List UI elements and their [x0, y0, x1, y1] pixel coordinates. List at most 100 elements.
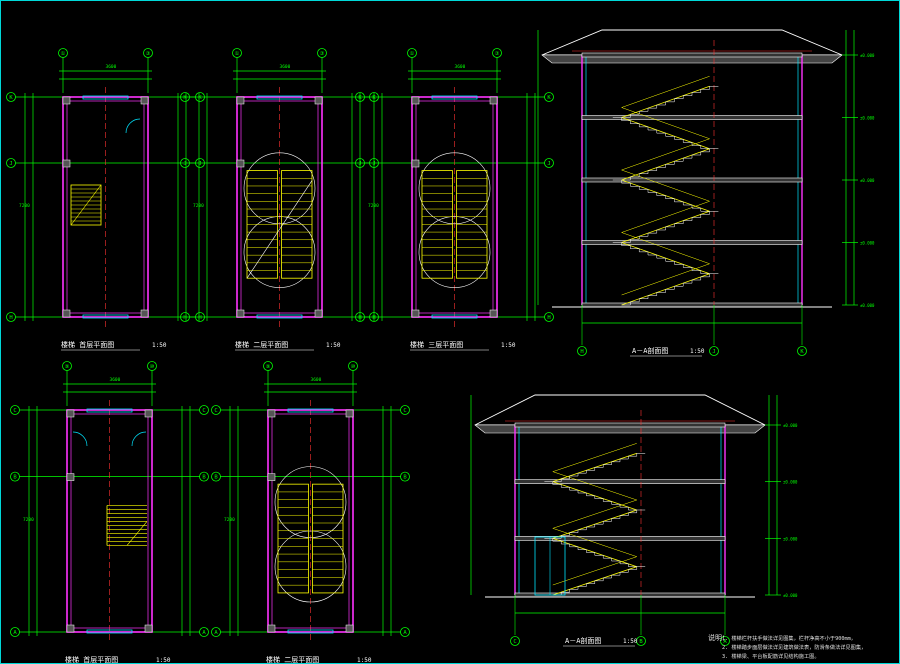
window-top [287, 408, 334, 413]
notes-line-3: 3. 楼梯梁、平台板配筋详见结构施工图。 [722, 652, 820, 660]
stair-step-profile [552, 509, 646, 539]
structural-column [489, 309, 498, 318]
stair-step-profile [612, 242, 710, 274]
axis-left-0-bubble [211, 405, 221, 415]
top-dim-text: 3600 [455, 64, 466, 70]
window-top [431, 95, 478, 100]
notes-line-1: 1. 楼梯栏杆扶手做法详见图集，栏杆净高不小于900mm， [722, 634, 856, 642]
axis-left-2-bubble [355, 312, 365, 322]
axis-left-1-label: J [183, 161, 186, 167]
axis-right-2-label: H [198, 315, 201, 321]
wall-outline [66, 409, 153, 633]
axis-top-right-bubble [143, 48, 153, 58]
axis-right-1-bubble [400, 471, 410, 482]
plan-scale: 1:50 [326, 342, 341, 349]
axis-top-left-label: ① [61, 50, 66, 57]
section-scale: 1:50 [690, 348, 705, 355]
structural-column [267, 409, 276, 418]
structural-column [236, 309, 245, 318]
structural-column [411, 159, 420, 168]
axis-top-right-label: ③ [146, 50, 151, 57]
axis-top-right-label: ③ [320, 50, 325, 57]
structural-column [236, 159, 245, 168]
structural-column [66, 409, 75, 418]
floor-slab [514, 479, 726, 484]
axis-left-0-label: C [13, 408, 16, 414]
notes-line-2: 2. 楼梯踏步面层做法详见建筑做法表，防滑条做法详见图集， [722, 643, 866, 651]
elevation-mark: ±0.000 [783, 536, 798, 541]
axis-right-1-bubble [544, 158, 554, 168]
side-dim-text: 7200 [19, 203, 30, 209]
structural-column [66, 624, 75, 633]
structural-column [411, 96, 420, 105]
elevation-mark: ±0.000 [860, 241, 875, 246]
handrail-line [621, 76, 710, 108]
axis-top-left-bubble [407, 48, 417, 58]
axis-top-left-label: ⑨ [266, 363, 271, 370]
window-bottom [86, 629, 133, 634]
plan-title: 楼梯 二层平面图 [235, 340, 288, 349]
section-axis-0-label: C [513, 639, 516, 645]
axis-left-0-bubble [10, 405, 20, 415]
side-dim-text: 7200 [193, 203, 204, 209]
axis-right-1-label: B [403, 475, 407, 481]
plan-scale: 1:50 [357, 657, 372, 664]
axis-right-1-label: B [202, 475, 206, 481]
stair-cut-line [246, 180, 313, 279]
floor-slab [581, 240, 803, 245]
general-notes: 说明： 1. 楼梯栏杆扶手做法详见图集，栏杆净高不小于900mm， 2. 楼梯踏… [708, 633, 866, 660]
axis-left-0-bubble [6, 92, 16, 102]
structural-column [267, 473, 276, 481]
axis-left-0-label: K [9, 95, 13, 101]
axis-top-left-label: ⑨ [65, 363, 70, 370]
roof-outline [474, 394, 766, 426]
window-bottom [82, 314, 129, 319]
stair-step-profile [621, 86, 719, 118]
window-bottom [431, 314, 478, 319]
axis-left-2-label: H [183, 315, 186, 321]
axis-left-2-label: A [13, 630, 17, 636]
axis-left-2-label: H [9, 315, 12, 321]
axis-left-1-bubble [6, 158, 16, 168]
wall-outline [411, 96, 498, 318]
axis-right-1-label: J [198, 161, 201, 167]
structural-column [62, 309, 71, 318]
axis-left-0-label: C [214, 408, 217, 414]
axis-top-right-bubble [147, 361, 157, 371]
axis-top-right-bubble [492, 48, 502, 58]
wall-outline [62, 96, 149, 318]
elevation-mark: ±0.000 [860, 53, 875, 58]
section-axis-1-label: B [639, 639, 643, 645]
stair-step-profile [544, 538, 637, 567]
section-axis-0-bubble [577, 346, 587, 356]
stair-step-profile [552, 453, 646, 482]
structural-column [314, 309, 323, 318]
landing-circle-lower [243, 216, 316, 288]
floor-slab [581, 302, 803, 308]
structural-column [140, 309, 149, 318]
window-bottom [287, 629, 334, 634]
wall-outline [236, 96, 323, 318]
axis-left-1-bubble [180, 158, 190, 168]
section-axis-1-bubble [709, 346, 719, 356]
axis-right-2-bubble [400, 627, 410, 637]
axis-top-right-label: ⑩ [351, 363, 356, 370]
stair-flight [277, 483, 344, 594]
wall-inner-line [66, 100, 145, 314]
axis-left-1-label: J [358, 161, 361, 167]
section-title: A－A剖面图 [632, 346, 668, 355]
axis-right-0-bubble [199, 405, 209, 415]
floor-slab [514, 536, 726, 541]
structural-column [140, 96, 149, 105]
wall-inner-line [70, 413, 149, 629]
plan-scale: 1:50 [152, 342, 167, 349]
section-axis-2-label: K [800, 349, 804, 355]
axis-left-0-bubble [180, 92, 190, 102]
side-dim-text: 7200 [368, 203, 379, 209]
stair-step-profile [544, 481, 637, 511]
handrail-line [552, 528, 637, 557]
